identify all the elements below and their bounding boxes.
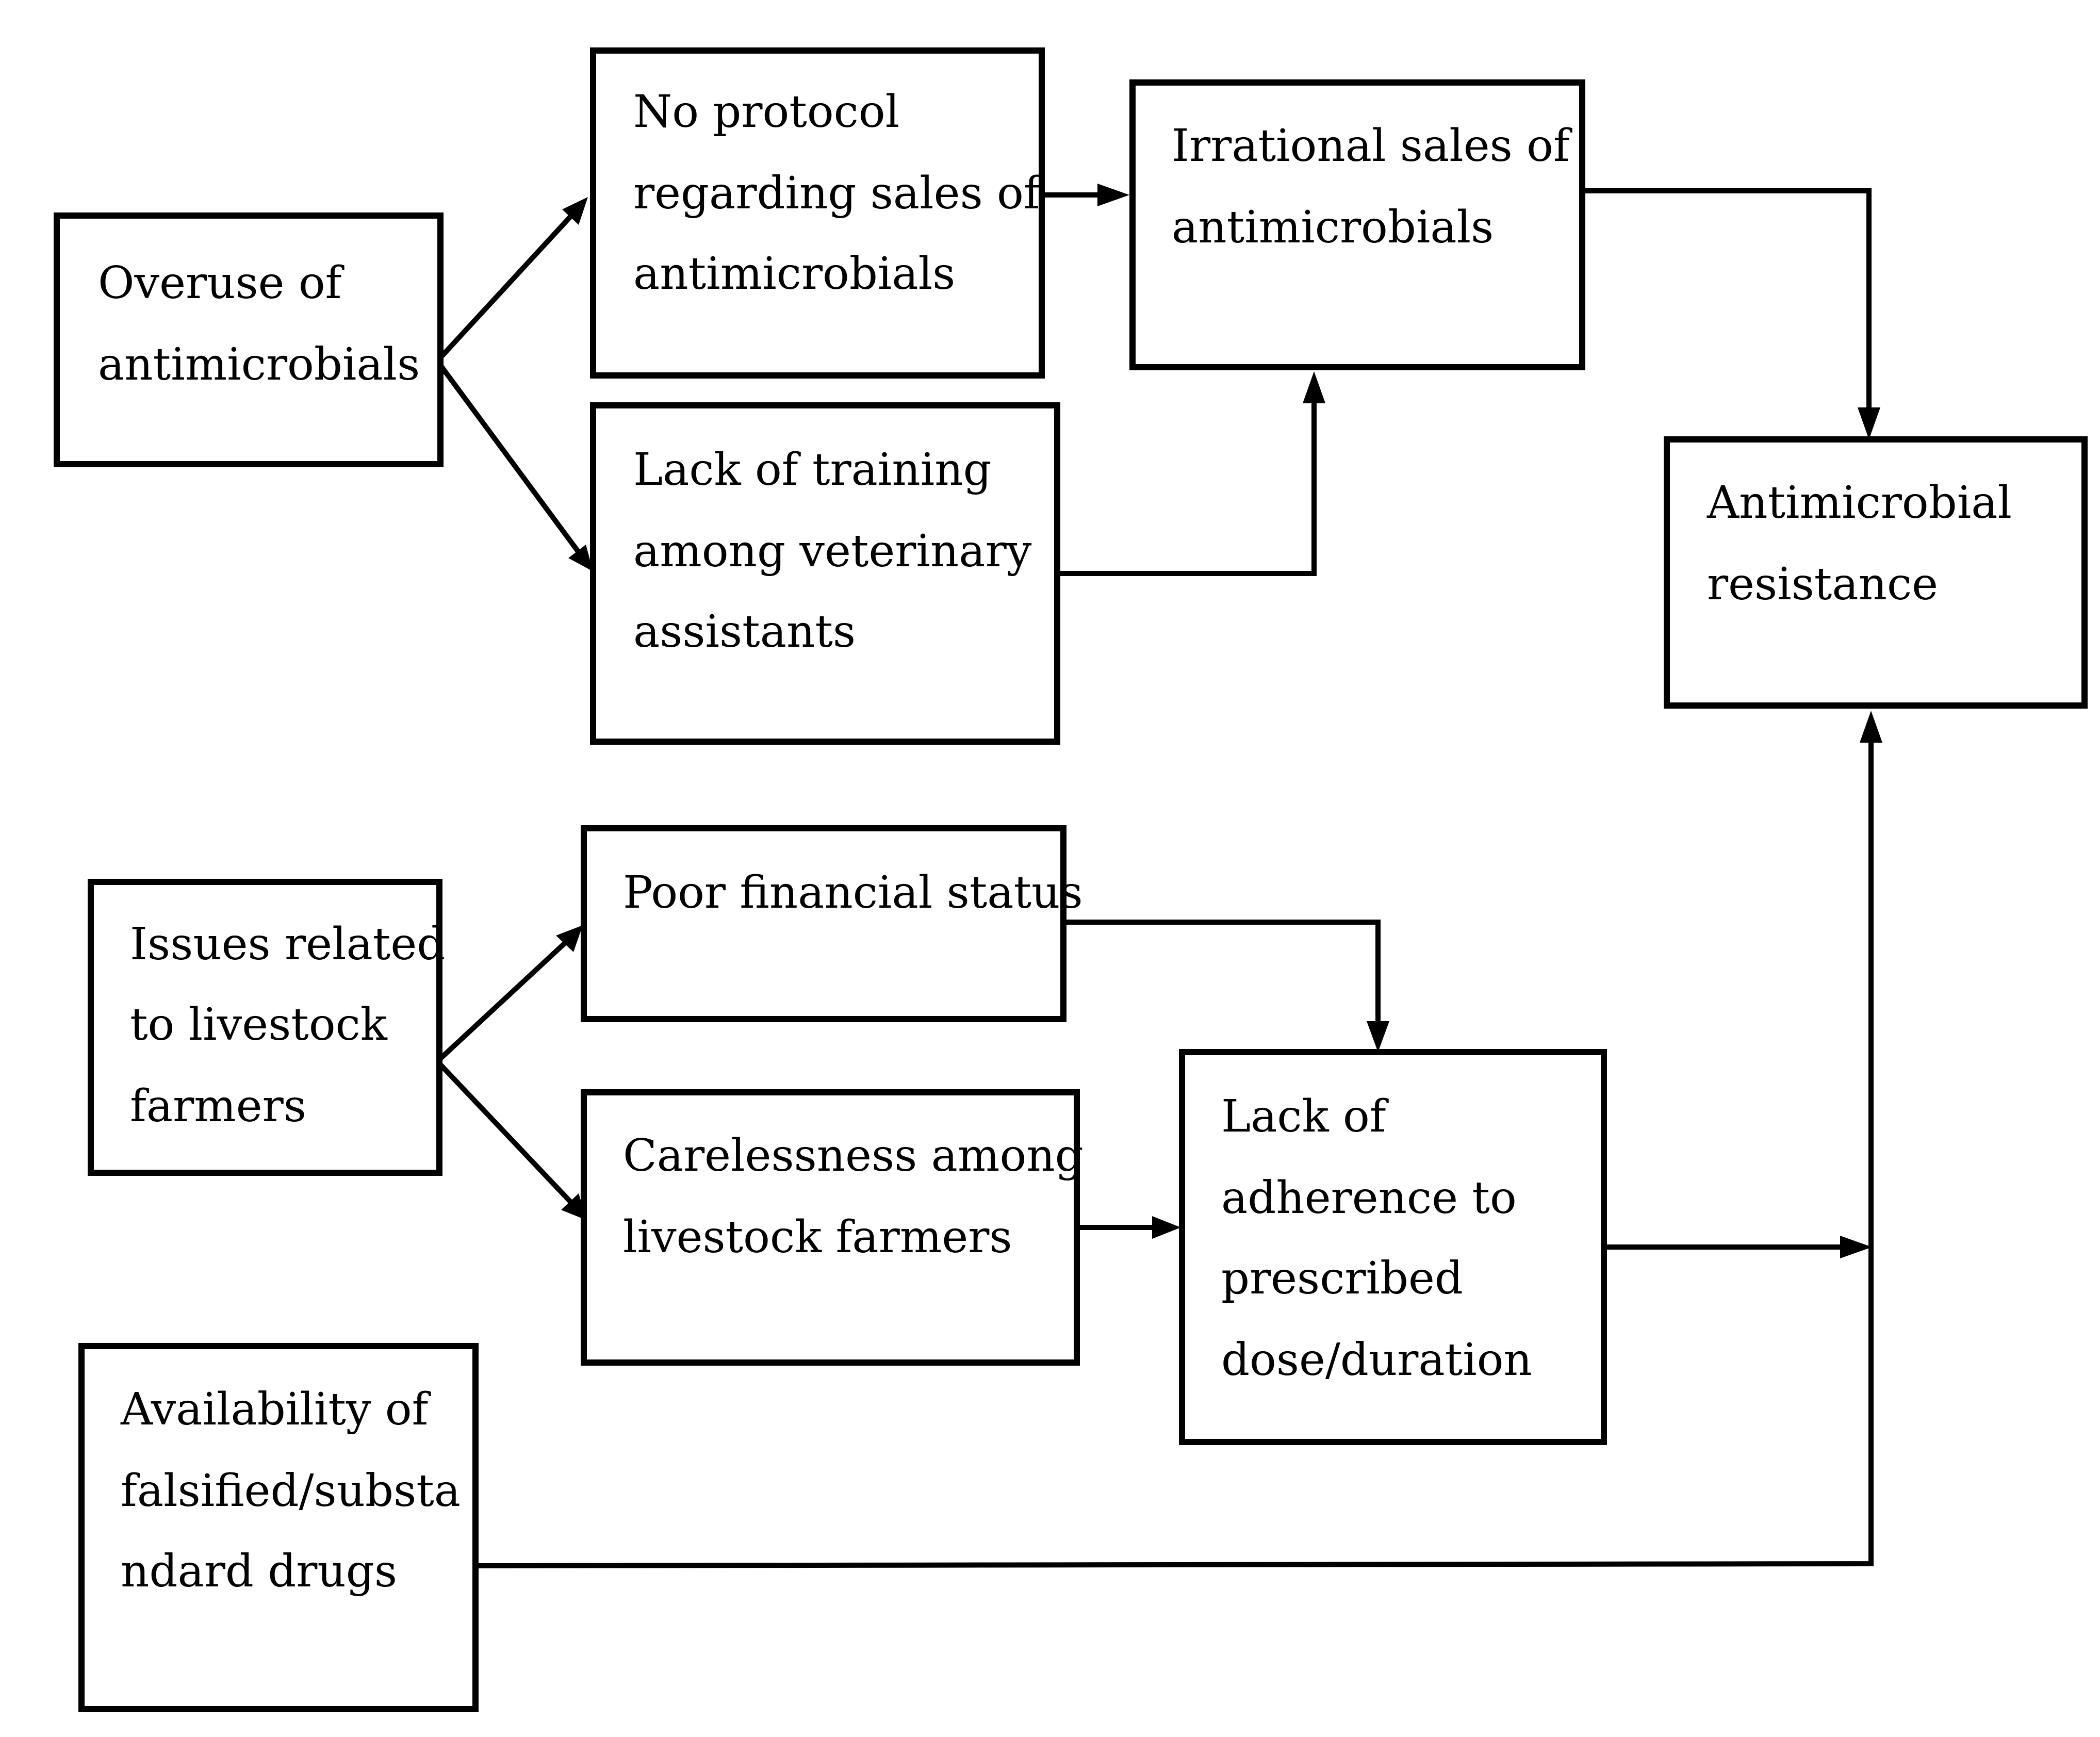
- node-carelessness-among-farmers: Carelessness among livestock farmers: [581, 1089, 1084, 1366]
- node-text-line: Lack of: [1221, 1091, 1389, 1142]
- node-irrational-sales: Irrational sales of antimicrobials: [1129, 79, 1585, 370]
- node-no-protocol: No protocol regarding sales of antimicro…: [590, 47, 1045, 379]
- node-text-line: falsified/substa: [121, 1465, 461, 1517]
- node-text-line: No protocol: [633, 86, 899, 138]
- node-text-line: assistants: [633, 606, 856, 658]
- svg-text:among veterinary: among veterinary: [633, 526, 1032, 577]
- svg-text:resistance: resistance: [1707, 559, 1938, 610]
- svg-text:assistants: assistants: [633, 606, 856, 658]
- node-text-line: Overuse of: [98, 257, 344, 309]
- arrowhead: [1858, 407, 1880, 439]
- edge-no-protocol-to-irrational-sales: [1039, 184, 1129, 206]
- node-poor-financial-status: Poor financial status: [581, 825, 1083, 1022]
- arrowhead: [568, 545, 593, 571]
- node-text-line: farmers: [130, 1080, 306, 1132]
- svg-text:prescribed: prescribed: [1221, 1253, 1463, 1304]
- edge-lack-adherence-to-amr: [1601, 1236, 1872, 1258]
- svg-text:livestock farmers: livestock farmers: [623, 1211, 1012, 1263]
- edge-carelessness-to-lack-adherence: [1075, 1216, 1181, 1239]
- svg-text:antimicrobials: antimicrobials: [1172, 202, 1494, 253]
- node-lack-of-adherence: Lack of adherence to prescribed dose/dur…: [1179, 1049, 1607, 1445]
- svg-text:Overuse of: Overuse of: [98, 257, 344, 309]
- node-text-line: regarding sales of: [633, 168, 1043, 219]
- node-issues-related-to-livestock-farmers: Issues related to livestock farmers: [88, 879, 445, 1176]
- node-text-line: adherence to: [1221, 1172, 1517, 1224]
- edge-poor-financial-to-lack-adherence: [1062, 920, 1389, 1052]
- node-text-line: to livestock: [130, 999, 388, 1051]
- nodes: Overuse of antimicrobials No protocol re…: [54, 47, 2088, 1712]
- node-lack-of-training: Lack of training among veterinary assist…: [590, 402, 1060, 745]
- edge-lack-training-to-irrational-sales: [1058, 371, 1325, 576]
- node-text-line: antimicrobials: [1172, 202, 1494, 253]
- node-text-line: Irrational sales of: [1172, 120, 1572, 172]
- node-text-line: Carelessness among: [623, 1130, 1084, 1182]
- svg-text:Issues related: Issues related: [130, 919, 445, 970]
- svg-text:Carelessness among: Carelessness among: [623, 1130, 1084, 1182]
- arrowhead: [1840, 1236, 1872, 1258]
- svg-text:Irrational sales of: Irrational sales of: [1172, 120, 1572, 172]
- arrowhead: [556, 925, 583, 952]
- arrowhead: [1367, 1021, 1389, 1052]
- arrowhead: [1303, 371, 1325, 403]
- node-overuse-of-antimicrobials: Overuse of antimicrobials: [54, 212, 444, 467]
- node-text-line: among veterinary: [633, 526, 1032, 577]
- edge-availability-to-amr: [473, 711, 1882, 1569]
- node-text-line: Lack of training: [633, 444, 992, 496]
- edge-irrational-sales-to-amr: [1583, 188, 1880, 439]
- arrowhead: [1860, 711, 1882, 743]
- svg-text:dose/duration: dose/duration: [1221, 1334, 1532, 1386]
- arrowhead: [561, 1193, 587, 1220]
- arrowhead: [562, 197, 588, 225]
- svg-text:farmers: farmers: [130, 1080, 306, 1132]
- svg-text:Poor financial status: Poor financial status: [623, 867, 1083, 919]
- svg-text:antimicrobials: antimicrobials: [633, 248, 955, 300]
- edge-overuse-to-no-protocol: [433, 197, 588, 365]
- edges: [433, 184, 1882, 1569]
- node-text-line: livestock farmers: [623, 1211, 1012, 1263]
- arrowhead: [1097, 184, 1129, 206]
- node-text-line: Antimicrobial: [1707, 477, 2012, 529]
- svg-text:No protocol: No protocol: [633, 86, 899, 138]
- node-text-line: Poor financial status: [623, 867, 1083, 919]
- svg-text:adherence to: adherence to: [1221, 1172, 1517, 1224]
- svg-text:antimicrobials: antimicrobials: [98, 339, 420, 390]
- svg-text:Antimicrobial: Antimicrobial: [1707, 477, 2012, 529]
- svg-text:Lack of training: Lack of training: [633, 444, 992, 496]
- node-antimicrobial-resistance: Antimicrobial resistance: [1664, 436, 2088, 709]
- svg-text:Lack of: Lack of: [1221, 1091, 1389, 1142]
- node-text-line: prescribed: [1221, 1253, 1463, 1304]
- edge-issues-to-poor-financial: [433, 925, 583, 1066]
- svg-text:to livestock: to livestock: [130, 999, 388, 1051]
- node-text-line: antimicrobials: [633, 248, 955, 300]
- node-text-line: Availability of: [120, 1384, 431, 1435]
- edge-issues-to-carelessness: [433, 1057, 587, 1220]
- node-text-line: antimicrobials: [98, 339, 420, 390]
- edge-overuse-to-lack-training: [434, 357, 593, 571]
- svg-text:regarding sales of: regarding sales of: [633, 168, 1043, 219]
- node-text-line: dose/duration: [1221, 1334, 1532, 1386]
- node-text-line: resistance: [1707, 559, 1938, 610]
- node-text-line: ndard drugs: [121, 1546, 397, 1597]
- svg-text:Availability of: Availability of: [120, 1384, 431, 1435]
- svg-text:ndard drugs: ndard drugs: [121, 1546, 397, 1597]
- svg-text:falsified/substa: falsified/substa: [121, 1465, 461, 1517]
- arrowhead: [1152, 1216, 1181, 1239]
- node-text-line: Issues related: [130, 919, 445, 970]
- node-availability-of-falsified-drugs: Availability of falsified/substa ndard d…: [78, 1343, 479, 1712]
